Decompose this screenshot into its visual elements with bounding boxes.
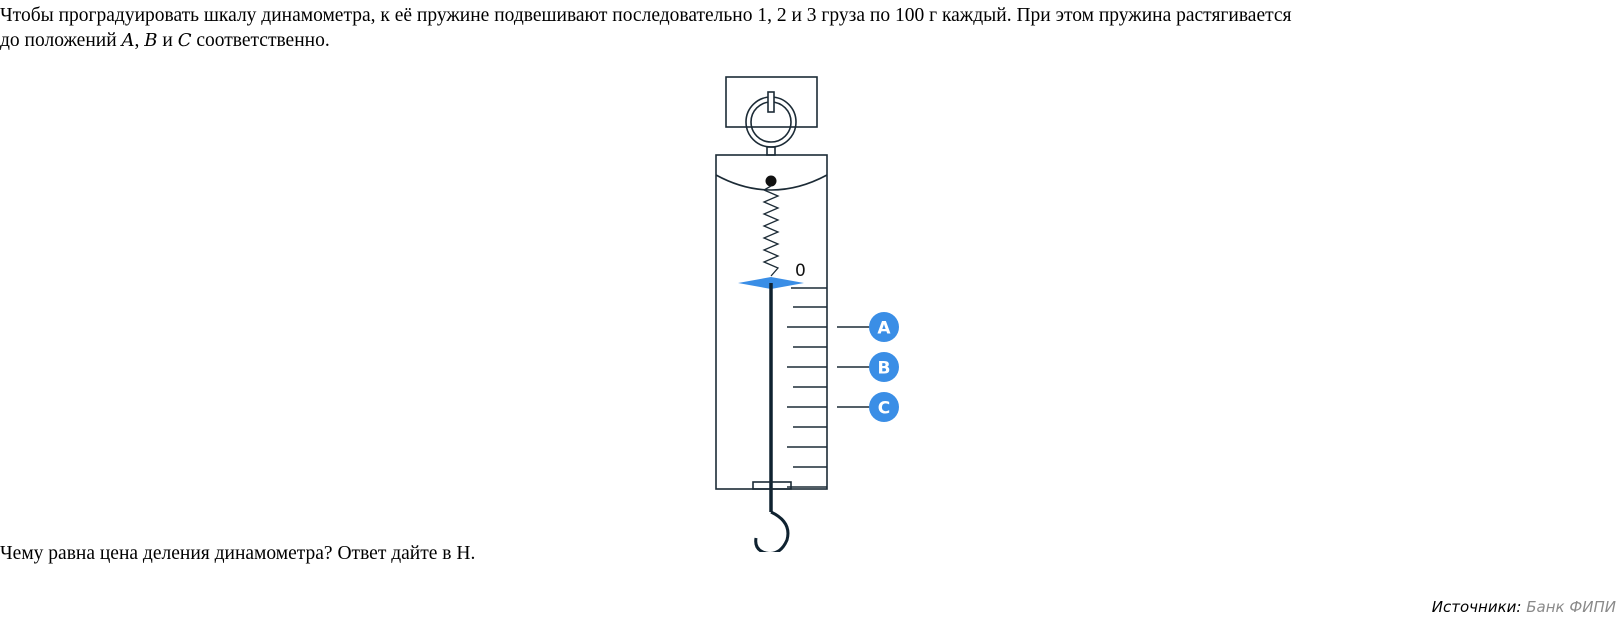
- marker-a-label: A: [877, 319, 891, 339]
- text-fragment: соответственно.: [191, 30, 330, 51]
- ring-pin: [767, 91, 775, 113]
- text-fragment: и: [157, 30, 178, 51]
- dynamometer-figure: 0 A B C: [715, 76, 899, 552]
- source-label: Источники:: [1431, 598, 1522, 616]
- marker-a: A: [869, 312, 899, 342]
- question-text: Чему равна цена деления динамометра? Отв…: [0, 543, 476, 564]
- problem-text-line-1: Чтобы проградуировать шкалу динамометра,…: [0, 5, 1292, 26]
- mount-bracket: [725, 76, 818, 128]
- variable-a: A: [121, 30, 135, 51]
- hook: [754, 510, 790, 552]
- text-fragment: ,: [134, 30, 145, 51]
- neck: [766, 146, 776, 156]
- rod-bushing: [752, 481, 792, 490]
- marker-b: B: [869, 352, 899, 382]
- marker-c: C: [869, 392, 899, 422]
- text-fragment: до положений: [0, 30, 122, 51]
- problem-text-line-2: до положений A, B и C соответственно.: [0, 28, 330, 53]
- marker-c-label: C: [878, 399, 890, 419]
- scale-zero-label: 0: [795, 261, 806, 281]
- top-curve: [715, 174, 828, 191]
- marker-b-label: B: [878, 359, 891, 379]
- source-link[interactable]: Банк ФИПИ: [1521, 598, 1616, 616]
- spring-anchor-dot: [765, 175, 777, 187]
- variable-c: C: [177, 30, 192, 51]
- source-attribution: Источники: Банк ФИПИ: [1432, 598, 1616, 616]
- variable-b: B: [144, 30, 158, 51]
- spring: [762, 185, 780, 277]
